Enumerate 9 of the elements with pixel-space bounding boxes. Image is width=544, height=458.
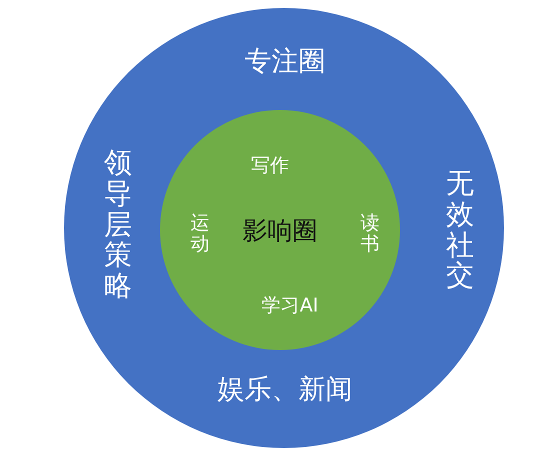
region-label: 娱乐、新闻	[218, 374, 352, 406]
region-label: 领导层策略	[104, 148, 132, 302]
region-label: 写作	[251, 154, 289, 178]
region-label: 影响圈	[242, 216, 318, 246]
region-label: 专注圈	[244, 46, 326, 78]
region-label: 读书	[360, 213, 380, 255]
region-label: 运动	[190, 213, 210, 255]
region-label: 学习AI	[262, 294, 318, 318]
region-label: 无效社交	[446, 168, 474, 292]
